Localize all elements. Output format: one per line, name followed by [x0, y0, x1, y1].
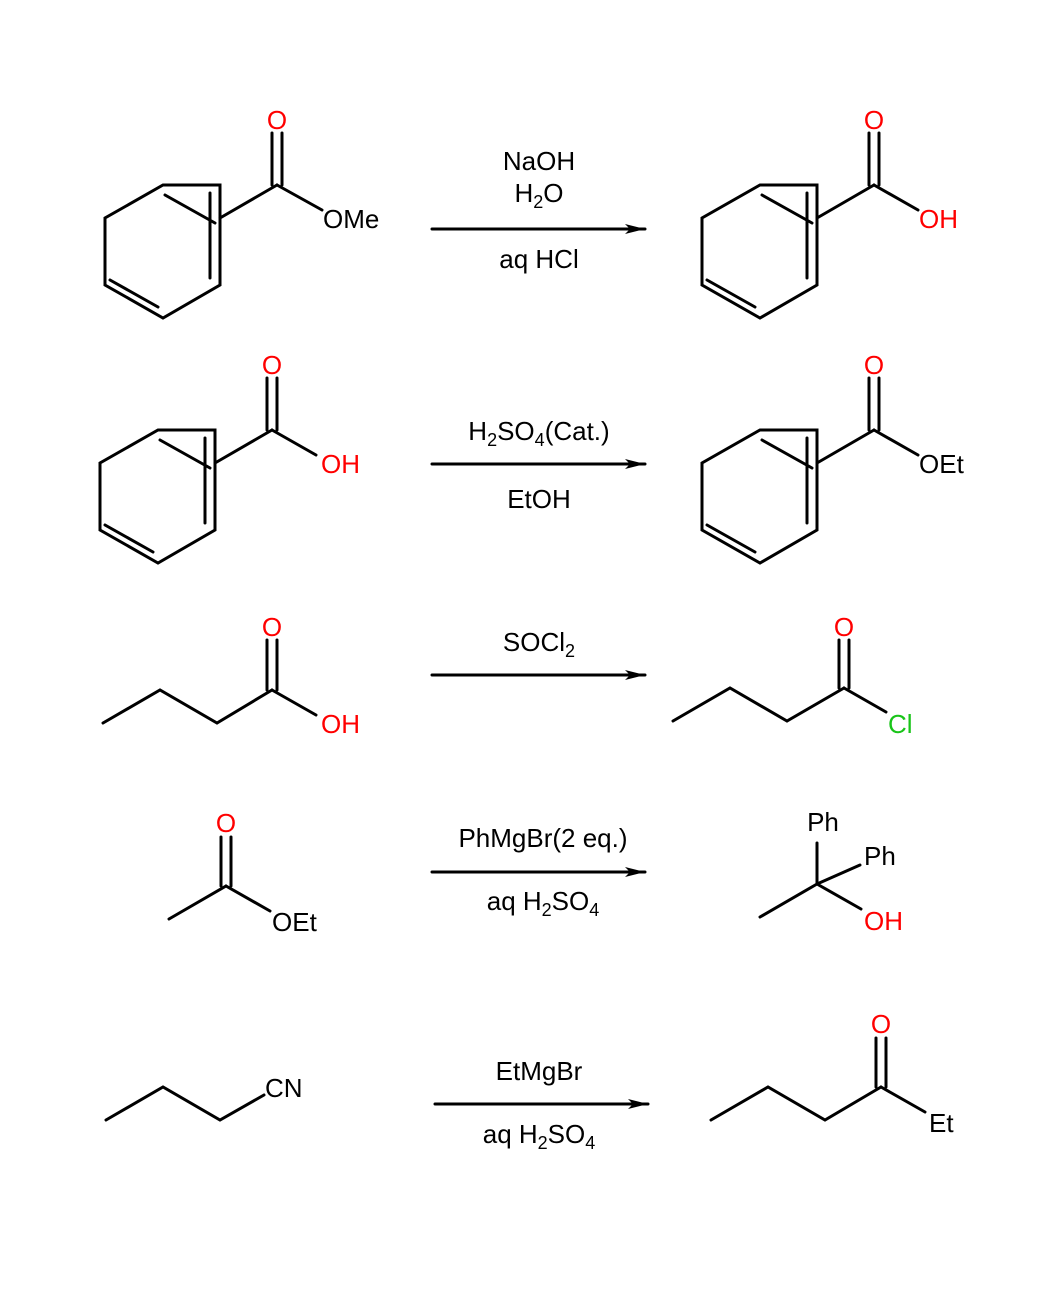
- butanenitrile-structure: CN: [104, 1073, 303, 1122]
- phenyl-label: Ph: [864, 841, 896, 871]
- reaction-1: O OMe NaOH H2O aq HCl O OH: [103, 105, 958, 320]
- chlorine-label: Cl: [888, 709, 913, 739]
- reaction-arrow-4: PhMgBr(2 eq.) aq H2SO4: [430, 823, 647, 920]
- benzoic-acid-structure: O OH: [98, 350, 360, 565]
- ethoxy-label: OEt: [272, 907, 318, 937]
- nitrile-label: CN: [265, 1073, 303, 1103]
- reagent-aq-hcl: aq HCl: [499, 244, 578, 274]
- butanoic-acid-structure: O OH: [101, 612, 360, 739]
- reaction-5: CN EtMgBr aq H2SO4 O Et: [104, 1009, 954, 1153]
- carbonyl-oxygen-label: O: [864, 350, 884, 380]
- reaction-arrow-2: H2SO4(Cat.) EtOH: [430, 416, 647, 514]
- carbonyl-oxygen-label: O: [871, 1009, 891, 1039]
- ethyl-benzoate-product: O OEt: [700, 350, 965, 565]
- hydroxyl-label: OH: [321, 449, 360, 479]
- phenyl-label: Ph: [807, 807, 839, 837]
- ethoxy-label: OEt: [919, 449, 965, 479]
- hexan-3-one-product: O Et: [709, 1009, 954, 1138]
- benzoic-acid-product: O OH: [700, 105, 958, 320]
- diphenylethanol-product: Ph Ph OH: [758, 807, 903, 936]
- methyl-benzoate-structure: O OMe: [103, 105, 379, 320]
- reaction-arrow-3: SOCl2: [430, 627, 647, 680]
- butanoyl-chloride-product: O Cl: [671, 612, 913, 739]
- methoxy-label: OMe: [323, 204, 379, 234]
- ethyl-label: Et: [929, 1108, 954, 1138]
- reagent-phenylmagnesium-bromide: PhMgBr(2 eq.): [458, 823, 627, 853]
- reagent-ethanol: EtOH: [507, 484, 571, 514]
- reagent-naoh: NaOH: [503, 146, 575, 176]
- reaction-3: O OH SOCl2 O Cl: [101, 612, 913, 739]
- reaction-arrow-1: NaOH H2O aq HCl: [430, 146, 647, 274]
- reagent-water: H2O: [514, 178, 563, 212]
- carbonyl-oxygen-label: O: [267, 105, 287, 135]
- carbonyl-oxygen-label: O: [262, 612, 282, 642]
- reaction-4: O OEt PhMgBr(2 eq.) aq H2SO4 Ph Ph OH: [167, 807, 903, 937]
- reagent-aq-sulfuric-acid: aq H2SO4: [483, 1119, 596, 1153]
- hydroxyl-label: OH: [864, 906, 903, 936]
- carbonyl-oxygen-label: O: [834, 612, 854, 642]
- reaction-2: O OH H2SO4(Cat.) EtOH O OEt: [98, 350, 965, 565]
- reagent-aq-sulfuric-acid: aq H2SO4: [487, 886, 600, 920]
- reagent-ethylmagnesium-bromide: EtMgBr: [496, 1056, 583, 1086]
- reagent-thionyl-chloride: SOCl2: [503, 627, 575, 661]
- carbonyl-oxygen-label: O: [864, 105, 884, 135]
- hydroxyl-label: OH: [919, 204, 958, 234]
- reagent-sulfuric-acid-catalyst: H2SO4(Cat.): [468, 416, 609, 450]
- hydroxyl-label: OH: [321, 709, 360, 739]
- reaction-arrow-5: EtMgBr aq H2SO4: [433, 1056, 650, 1153]
- ethyl-acetate-structure: O OEt: [167, 808, 318, 937]
- carbonyl-oxygen-label: O: [216, 808, 236, 838]
- carbonyl-oxygen-label: O: [262, 350, 282, 380]
